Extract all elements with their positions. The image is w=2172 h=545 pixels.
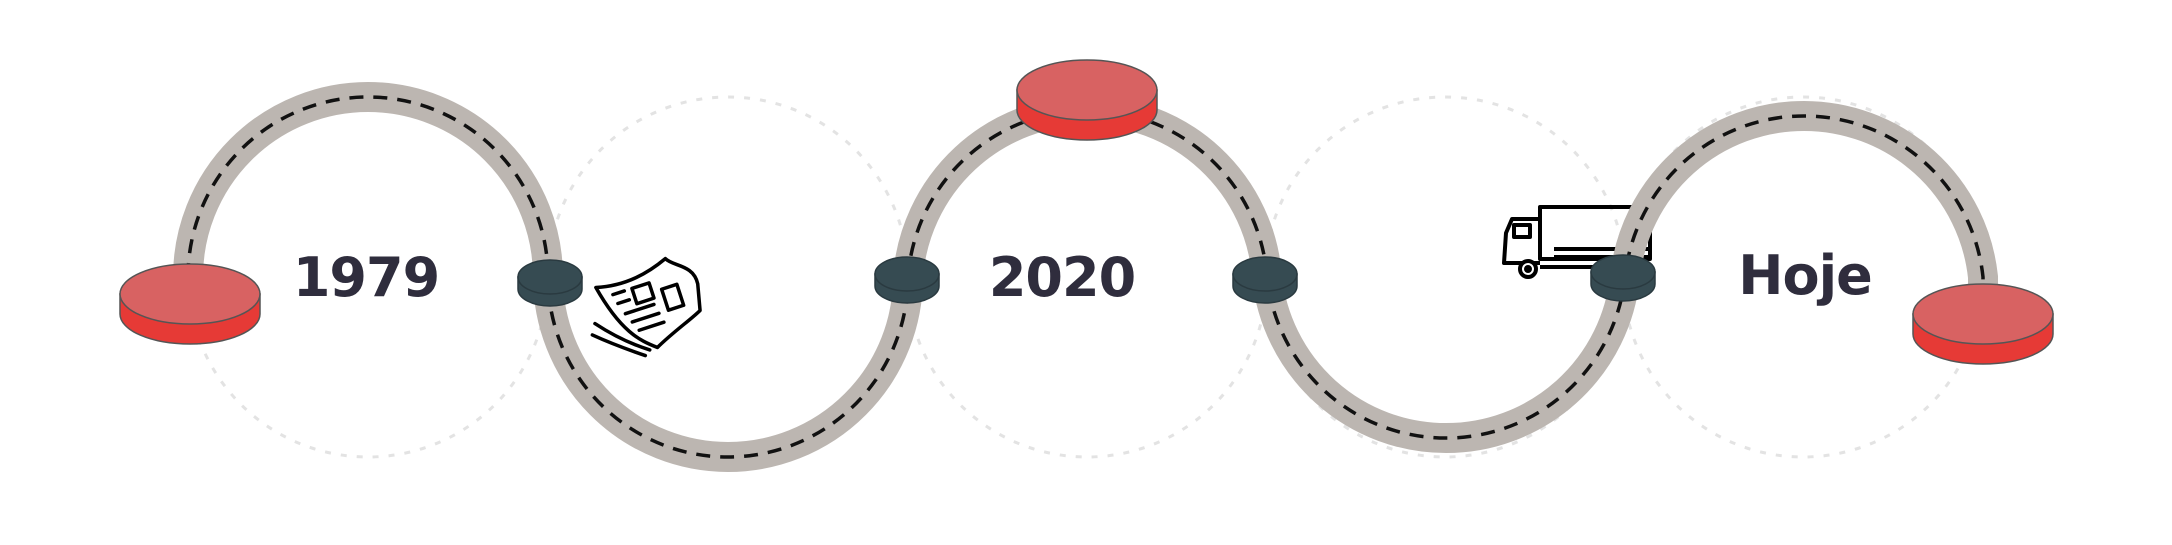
node-disc <box>874 256 940 304</box>
node-discs <box>517 254 1656 307</box>
newspaper-icon <box>590 256 702 358</box>
milestone-marker-2020 <box>1016 59 1158 141</box>
milestone-label-1979: 1979 <box>293 246 439 309</box>
milestone-marker-hoje <box>1912 283 2054 365</box>
milestone-marker-1979 <box>119 263 261 345</box>
node-disc <box>517 259 583 307</box>
milestone-label-hoje: Hoje <box>1738 244 1871 307</box>
milestone-label-2020: 2020 <box>989 246 1135 309</box>
node-disc <box>1590 254 1656 302</box>
node-disc <box>1232 256 1298 304</box>
